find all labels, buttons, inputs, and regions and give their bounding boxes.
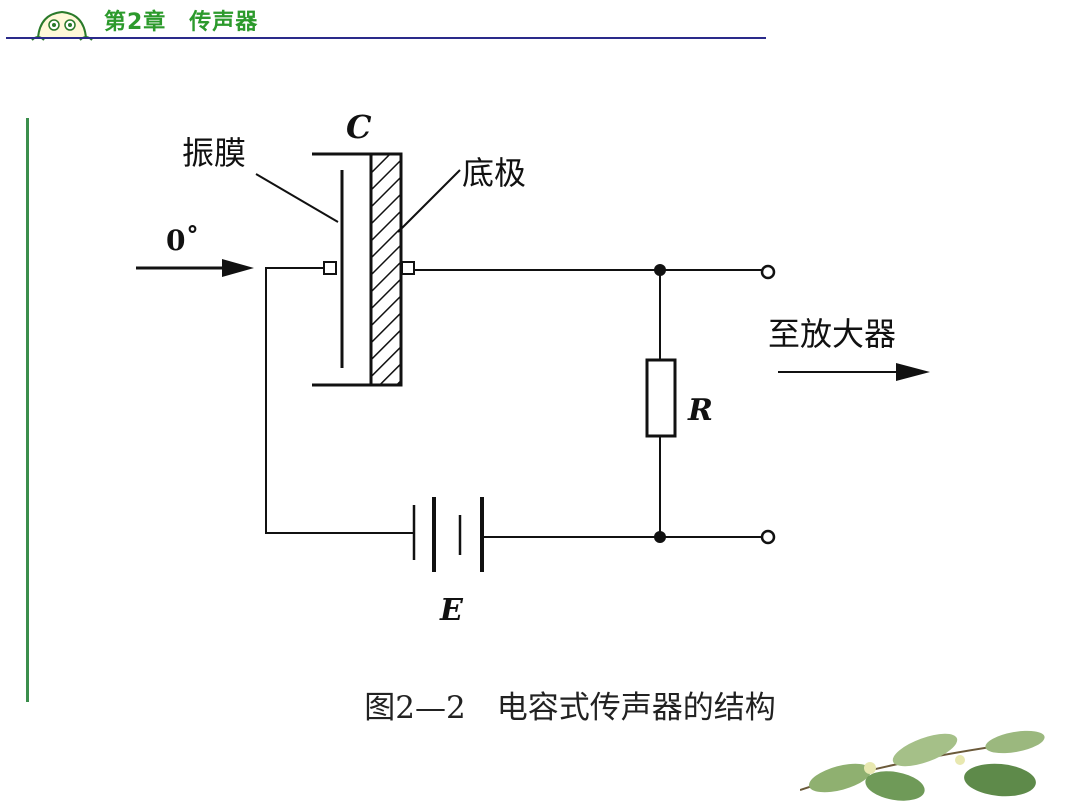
slide-header: 第2章 传声器 (0, 0, 780, 44)
output-arrow-head (896, 363, 930, 381)
diaphragm-leader-line (255, 173, 339, 223)
label-capacitor: C (346, 108, 372, 146)
backplate-hatched (369, 152, 403, 387)
backplate-terminal (401, 261, 415, 275)
label-angle: 0˚ (166, 224, 199, 257)
chapter-title: 第2章 传声器 (104, 10, 259, 35)
backplate-leader-line (397, 169, 461, 233)
resistor (645, 358, 677, 438)
label-resistor: R (687, 393, 713, 428)
decorative-leaves-icon (800, 730, 1045, 801)
junction-dot-top (654, 264, 666, 276)
label-to-amplifier: 至放大器 (768, 315, 896, 353)
label-battery: E (439, 593, 464, 628)
diaphragm-terminal (323, 261, 337, 275)
figure-caption: 图2—2 电容式传声器的结构 (364, 690, 776, 726)
left-wire (265, 267, 414, 534)
label-backplate: 底极 (462, 154, 526, 192)
junction-dot-bottom (654, 531, 666, 543)
output-terminal-top (760, 264, 776, 280)
sound-arrow-head (222, 259, 254, 277)
side-accent-bar (26, 118, 29, 702)
header-rule (6, 37, 766, 39)
label-diaphragm: 振膜 (182, 134, 246, 172)
output-terminal-bottom (760, 529, 776, 545)
